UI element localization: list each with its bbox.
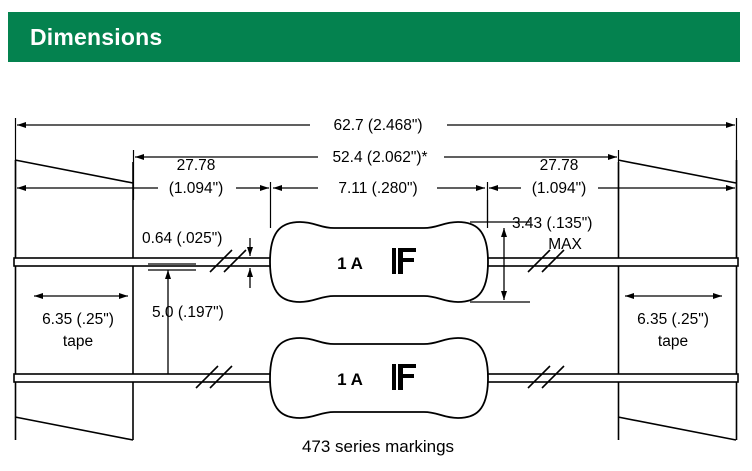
lead-right-in-label: (1.094")	[532, 180, 587, 197]
drawing-caption: 473 series markings	[302, 437, 454, 456]
body-rating-label-lower: 1 A	[337, 370, 363, 389]
dimension-tape-left: 6.35 (.25") tape	[34, 293, 128, 350]
section-header-banner	[8, 12, 740, 62]
tape-left	[14, 159, 134, 441]
fuse-body-lower: 1 A	[269, 337, 489, 419]
body-diameter-label: 3.43 (.135")	[512, 215, 592, 232]
lead-left-mm-label: 27.78	[177, 157, 216, 174]
body-diameter-note-label: MAX	[548, 236, 582, 253]
fuse-body-upper: 1 A	[269, 221, 489, 303]
lead-pitch-label: 5.0 (.197")	[152, 304, 224, 321]
lead-span-label: 52.4 (2.062")*	[332, 149, 427, 166]
dimension-lead-pitch: 5.0 (.197")	[148, 263, 224, 374]
dimension-lead-span: 52.4 (2.062")*	[135, 149, 617, 166]
dimension-tape-right: 6.35 (.25") tape	[625, 293, 722, 350]
overall-length-label: 62.7 (2.468")	[333, 117, 422, 134]
extension-lines	[14, 118, 738, 262]
littelfuse-logo-icon-upper	[392, 248, 416, 274]
lead-diameter-label: 0.64 (.025")	[142, 230, 222, 247]
dimension-overall-length: 62.7 (2.468")	[17, 117, 735, 134]
tape-right-note-label: tape	[658, 333, 688, 350]
tape-right-label: 6.35 (.25")	[637, 311, 709, 328]
lead-right-mm-label: 27.78	[540, 157, 579, 174]
tape-right	[617, 159, 738, 441]
dimension-lead-right: 27.78 (1.094")	[489, 157, 735, 197]
body-rating-label-upper: 1 A	[337, 254, 363, 273]
page-title: Dimensions	[30, 24, 163, 50]
dimension-body-diameter: 3.43 (.135") MAX	[470, 215, 592, 303]
lead-left-in-label: (1.094")	[169, 180, 224, 197]
dimension-lead-left: 27.78 (1.094")	[17, 157, 269, 197]
littelfuse-logo-icon-lower	[392, 364, 416, 390]
dimension-lead-diameter: 0.64 (.025")	[142, 230, 253, 288]
tape-left-label: 6.35 (.25")	[42, 311, 114, 328]
body-length-label: 7.11 (.280")	[338, 180, 417, 197]
tape-left-note-label: tape	[63, 333, 93, 350]
dimension-body-length: 7.11 (.280")	[273, 180, 485, 197]
